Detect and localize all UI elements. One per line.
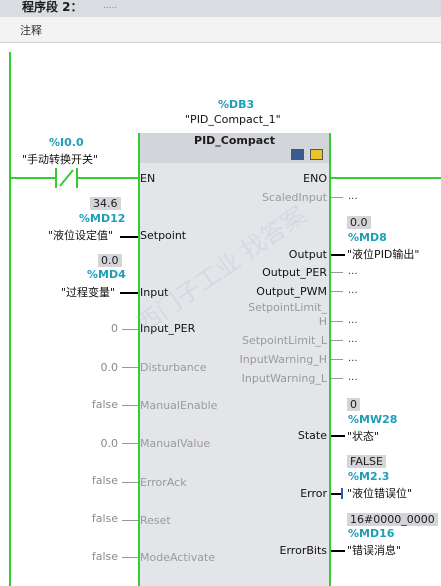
- pin-state[interactable]: State: [297, 429, 327, 442]
- error-wire: [331, 493, 341, 495]
- pin-reset[interactable]: Reset: [140, 514, 171, 527]
- error-bits-symbol[interactable]: "错误消息": [347, 544, 402, 557]
- error-address[interactable]: %M2.3: [348, 470, 390, 483]
- input-warning-l-wire: [331, 378, 343, 379]
- block-title: PID_Compact: [194, 134, 275, 147]
- error-symbol[interactable]: "液位错误位": [347, 487, 413, 500]
- pin-en[interactable]: EN: [140, 172, 156, 185]
- network-title-placeholder[interactable]: .....: [103, 1, 118, 11]
- setpoint-value: 34.6: [90, 197, 121, 210]
- setpoint-limit-h-output[interactable]: ...: [348, 315, 358, 326]
- setpoint-symbol[interactable]: "液位设定值": [48, 229, 114, 242]
- en-wire-left: [11, 177, 55, 179]
- contact-bar-right: [76, 168, 78, 188]
- reset-value[interactable]: false: [91, 512, 118, 525]
- disturbance-value[interactable]: 0.0: [100, 361, 119, 374]
- input-address[interactable]: %MD4: [87, 268, 126, 281]
- state-symbol[interactable]: "状态": [347, 430, 380, 443]
- setpoint-limit-h-wire: [331, 321, 343, 322]
- en-wire-right: [78, 177, 138, 179]
- manual-value-wire: [122, 443, 138, 444]
- mode-activate-value[interactable]: false: [91, 550, 118, 563]
- pin-setpoint[interactable]: Setpoint: [140, 229, 187, 242]
- output-address[interactable]: %MD8: [348, 231, 387, 244]
- error-value: FALSE: [347, 455, 386, 468]
- pin-input-per[interactable]: Input_PER: [140, 322, 196, 335]
- setpoint-wire: [120, 236, 138, 238]
- setpoint-limit-l-wire: [331, 340, 343, 341]
- pin-mode-activate[interactable]: ModeActivate: [140, 551, 216, 564]
- output-value: 0.0: [347, 216, 371, 229]
- instance-db-address[interactable]: %DB3: [218, 98, 255, 111]
- network-comment[interactable]: 注释: [20, 24, 42, 37]
- pin-setpoint-limit-l[interactable]: SetpointLimit_L: [241, 334, 327, 347]
- normally-closed-contact[interactable]: [55, 168, 78, 188]
- state-wire: [331, 435, 345, 437]
- network-comment-row[interactable]: 注释: [0, 17, 441, 43]
- state-address[interactable]: %MW28: [348, 413, 398, 426]
- pin-setpoint-limit-h-line1[interactable]: SetpointLimit_: [248, 301, 327, 314]
- error-ack-value[interactable]: false: [91, 474, 118, 487]
- error-ack-wire: [122, 482, 138, 483]
- scaled-input-output[interactable]: ...: [348, 191, 358, 202]
- error-bits-address[interactable]: %MD16: [348, 527, 395, 540]
- pin-output[interactable]: Output: [288, 248, 327, 261]
- input-per-value[interactable]: 0: [111, 322, 118, 335]
- input-warning-h-output[interactable]: ...: [348, 353, 358, 364]
- setpoint-address[interactable]: %MD12: [79, 212, 126, 225]
- state-value: 0: [347, 398, 360, 411]
- input-per-wire: [122, 329, 138, 330]
- pin-input-warning-h[interactable]: InputWarning_H: [239, 353, 327, 366]
- power-rail: [9, 52, 11, 586]
- pin-manual-value[interactable]: ManualValue: [140, 437, 211, 450]
- network-header[interactable]: 程序段 2： .....: [0, 0, 441, 17]
- pin-output-pwm[interactable]: Output_PWM: [256, 285, 327, 298]
- contact-bar-left: [55, 168, 57, 188]
- error-bits-wire: [331, 550, 345, 552]
- pin-error-bits[interactable]: ErrorBits: [279, 544, 327, 557]
- eno-wire: [331, 177, 441, 179]
- diagnostics-icon[interactable]: [310, 149, 323, 160]
- output-symbol[interactable]: "液位PID输出": [347, 248, 420, 261]
- contact-address[interactable]: %I0.0: [49, 136, 84, 149]
- output-per-output[interactable]: ...: [348, 266, 358, 277]
- contact-slash-icon: [59, 169, 74, 187]
- reset-wire: [122, 520, 138, 521]
- contact-symbol[interactable]: "手动转换开关": [22, 153, 99, 166]
- pin-setpoint-limit-h-line2[interactable]: H: [318, 315, 327, 328]
- pin-scaled-input[interactable]: ScaledInput: [261, 191, 327, 204]
- pin-disturbance[interactable]: Disturbance: [140, 361, 207, 374]
- output-per-wire: [331, 272, 343, 273]
- pin-error-ack[interactable]: ErrorAck: [140, 476, 187, 489]
- error-bits-value: 16#0000_0000: [347, 513, 438, 526]
- manual-enable-value[interactable]: false: [91, 398, 118, 411]
- error-coil-marker: [341, 488, 343, 499]
- pin-manual-enable[interactable]: ManualEnable: [140, 399, 218, 412]
- commissioning-icon[interactable]: [291, 149, 304, 160]
- pin-eno[interactable]: ENO: [303, 172, 327, 185]
- pin-input[interactable]: Input: [140, 286, 169, 299]
- output-pwm-wire: [331, 291, 343, 292]
- pid-compact-block[interactable]: [138, 133, 331, 586]
- pin-input-warning-l[interactable]: InputWarning_L: [241, 372, 327, 385]
- input-warning-l-output[interactable]: ...: [348, 372, 358, 383]
- output-pwm-output[interactable]: ...: [348, 285, 358, 296]
- input-warning-h-wire: [331, 359, 343, 360]
- pin-output-per[interactable]: Output_PER: [262, 266, 327, 279]
- instance-db-name[interactable]: "PID_Compact_1": [185, 113, 281, 126]
- manual-enable-wire: [122, 405, 138, 406]
- input-wire: [120, 292, 138, 294]
- input-symbol[interactable]: "过程变量": [61, 286, 116, 299]
- network-title: 程序段 2：: [22, 0, 83, 14]
- input-value: 0.0: [98, 254, 122, 267]
- output-wire: [331, 254, 345, 256]
- manual-value-value[interactable]: 0.0: [100, 437, 119, 450]
- disturbance-wire: [122, 367, 138, 368]
- setpoint-limit-l-output[interactable]: ...: [348, 334, 358, 345]
- scaled-input-wire: [331, 197, 343, 198]
- pin-error[interactable]: Error: [300, 487, 327, 500]
- mode-activate-wire: [122, 557, 138, 558]
